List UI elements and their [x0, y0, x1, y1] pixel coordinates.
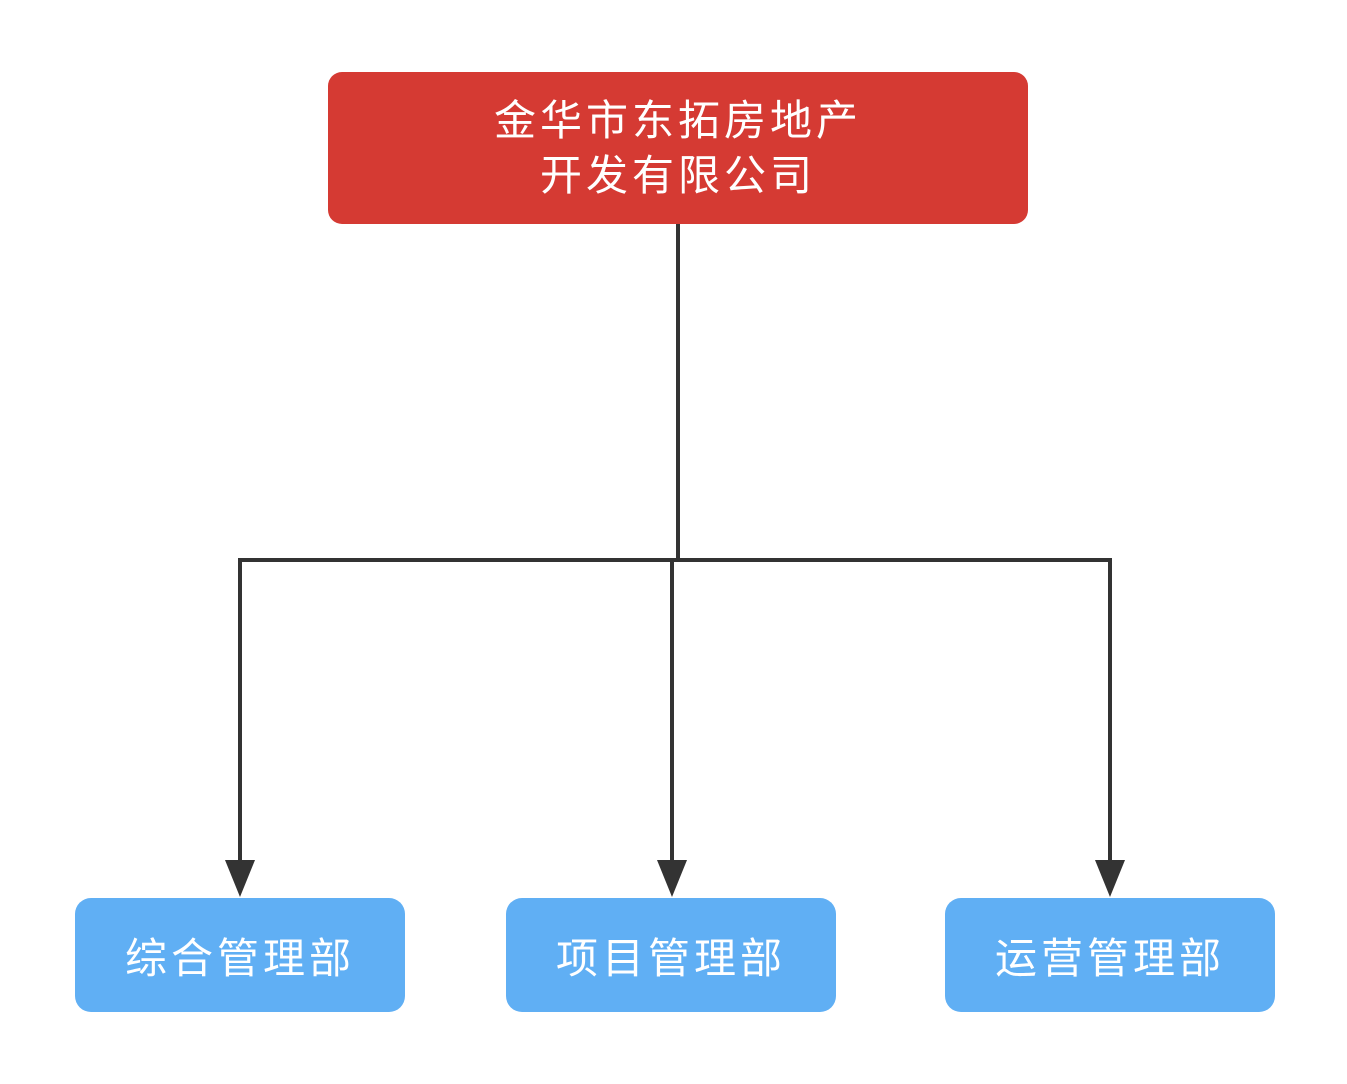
- arrowhead-left: [225, 860, 255, 897]
- org-node-general-management-dept[interactable]: 综合管理部: [75, 898, 405, 1012]
- department-label: 项目管理部: [555, 934, 786, 982]
- org-node-company-root[interactable]: 金华市东拓房地产 开发有限公司: [328, 72, 1028, 224]
- company-name-line-2: 开发有限公司: [539, 152, 816, 199]
- company-name-line-1: 金华市东拓房地产: [493, 97, 862, 144]
- arrowhead-middle: [657, 860, 687, 897]
- department-label: 综合管理部: [124, 934, 355, 982]
- org-node-project-management-dept[interactable]: 项目管理部: [506, 898, 836, 1012]
- arrowhead-right: [1095, 860, 1125, 897]
- department-label: 运营管理部: [994, 934, 1225, 982]
- org-node-operations-management-dept[interactable]: 运营管理部: [945, 898, 1275, 1012]
